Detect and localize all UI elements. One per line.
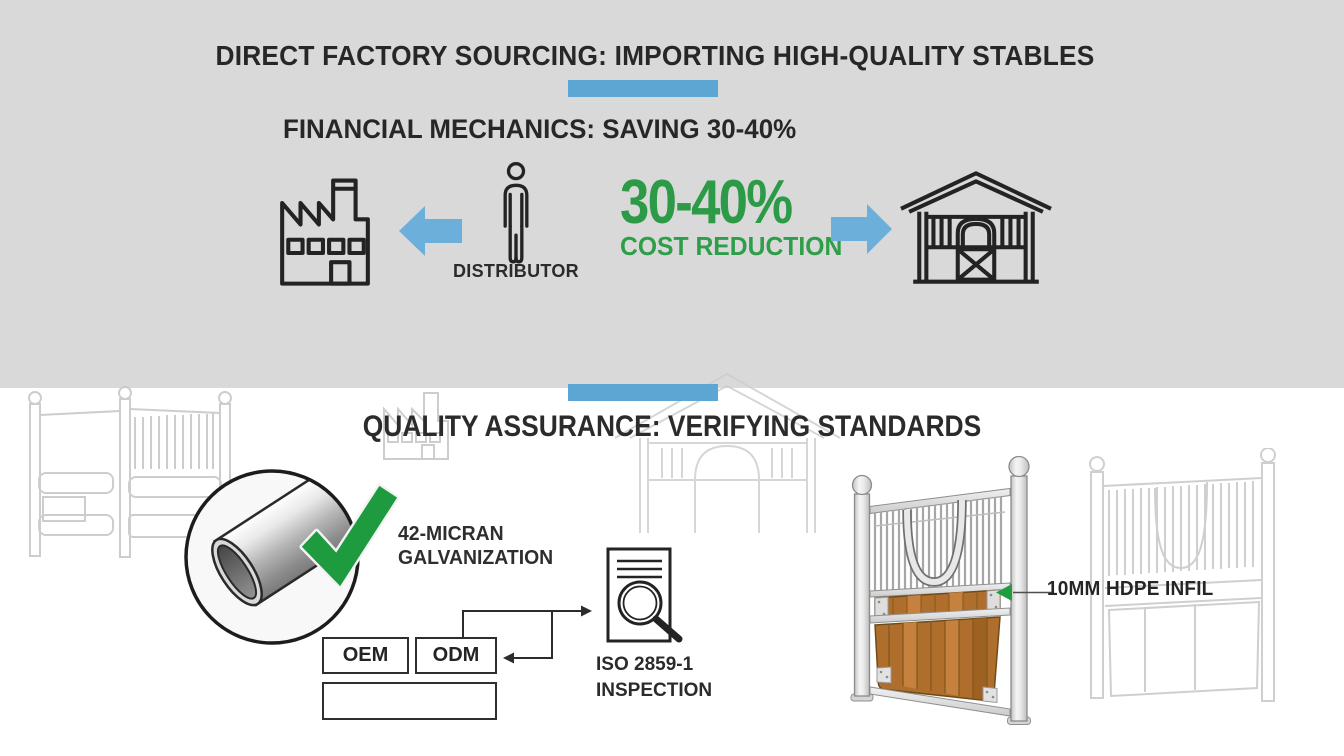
iso-inspection-label: ISO 2859-1 INSPECTION <box>596 652 712 703</box>
galvanization-label-line2: GALVANIZATION <box>398 547 554 569</box>
iso-inspection-line1: ISO 2859-1 <box>596 654 694 675</box>
odm-box: ODM <box>415 637 497 674</box>
iso-inspection-line2: INSPECTION <box>596 679 713 701</box>
flow-arrows <box>462 605 592 664</box>
galvanization-label: 42-MICRAN GALVANIZATION <box>398 522 553 570</box>
page-title: DIRECT FACTORY SOURCING: IMPORTING HIGH-… <box>215 40 1095 71</box>
stable-gate-illustration <box>850 455 1054 725</box>
hdpe-infill-label: 10MM HDPE INFIL <box>1047 578 1214 600</box>
factory-icon <box>280 178 370 286</box>
cost-reduction-label: COST REDUCTION <box>620 231 843 261</box>
arrow-right-icon <box>831 204 892 254</box>
quality-section-background <box>0 0 1344 388</box>
distributor-label: DISTRIBUTOR <box>453 261 579 281</box>
cost-reduction-value: 30-40% <box>620 168 793 237</box>
checkmark-icon <box>299 483 400 589</box>
title-accent-bar <box>568 80 718 97</box>
oem-box: OEM <box>322 637 409 674</box>
barn-icon <box>900 171 1052 284</box>
hdpe-pointer-icon <box>996 584 1012 601</box>
document-inspection-icon <box>606 547 683 643</box>
distributor-icon <box>503 162 529 264</box>
arrow-left-icon <box>399 206 462 256</box>
galvanization-label-line1: 42-MICRAN <box>398 523 504 545</box>
empty-flow-box <box>322 682 497 720</box>
odm-box-label: ODM <box>432 644 480 666</box>
quality-section-title: QUALITY ASSURANCE: VERIFYING STANDARDS <box>362 410 982 443</box>
oem-box-label: OEM <box>342 644 389 666</box>
financial-section-title: FINANCIAL MECHANICS: SAVING 30-40% <box>283 114 797 144</box>
quality-accent-bar <box>568 384 718 401</box>
